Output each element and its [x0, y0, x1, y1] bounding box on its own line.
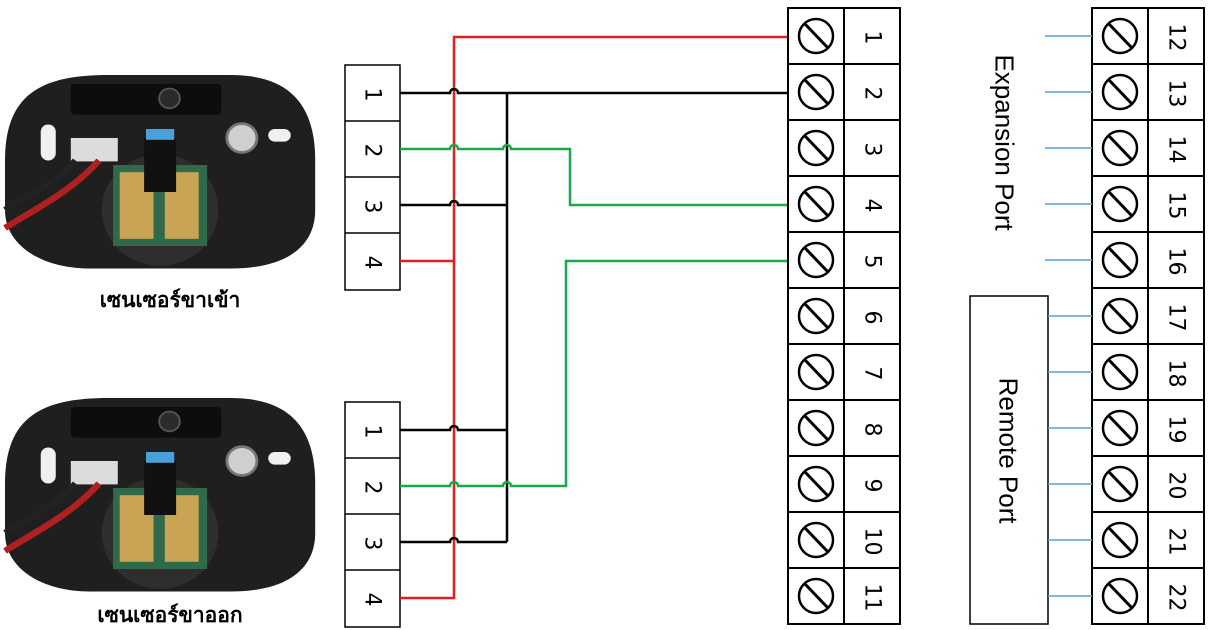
terminal-number: 16: [1164, 248, 1189, 276]
terminal-number: 6: [860, 311, 885, 325]
sensor-out-connector: 1 2 3 4: [344, 401, 401, 628]
sensor-in-pin-1: 1: [360, 88, 385, 102]
wire-signal-out: [400, 259, 788, 488]
screw-terminal-icon: [1101, 577, 1139, 615]
screw-terminal-icon: [1101, 17, 1139, 55]
screw-terminal-icon: [797, 17, 835, 55]
terminal-number: 13: [1164, 80, 1189, 108]
screw-terminal-icon: [797, 185, 835, 223]
screw-terminal-icon: [797, 577, 835, 615]
terminal-number: 20: [1164, 472, 1189, 500]
sensor-out-pin-2: 2: [360, 481, 385, 495]
terminal-number: 12: [1164, 24, 1189, 52]
sensor-in-image: เซนเซอร์ขาเข้า: [5, 75, 315, 312]
sensor-out-pin-3: 3: [360, 537, 385, 551]
screw-terminal-icon: [1101, 521, 1139, 559]
wire-power: [400, 35, 788, 600]
screw-terminal-icon: [1101, 353, 1139, 391]
screw-terminal-icon: [1101, 409, 1139, 447]
motion-sensor-icon: [5, 75, 315, 269]
sensor-in-pin-3: 3: [360, 200, 385, 214]
motion-sensor-icon: [5, 398, 315, 592]
wire-signal-in: [400, 143, 788, 207]
screw-terminal-icon: [797, 409, 835, 447]
screw-terminal-icon: [1101, 241, 1139, 279]
screw-terminal-icon: [1101, 129, 1139, 167]
sensor-in-pin-4: 4: [360, 256, 385, 270]
terminal-number: 8: [860, 423, 885, 437]
wire-ground: [400, 87, 788, 544]
terminal-number: 15: [1164, 192, 1189, 220]
screw-terminal-icon: [1101, 465, 1139, 503]
terminal-number: 4: [860, 199, 885, 213]
terminal-number: 10: [860, 528, 885, 556]
expansion-port-label: Expansion Port: [989, 54, 1019, 231]
screw-terminal-icon: [1101, 297, 1139, 335]
screw-terminal-icon: [797, 73, 835, 111]
sensor-out-image: เซนเซอร์ขาออก: [5, 398, 315, 627]
screw-terminal-icon: [797, 241, 835, 279]
screw-terminal-icon: [797, 521, 835, 559]
wires: [400, 35, 788, 600]
sensor-in-connector: 1 2 3 4: [344, 64, 401, 291]
remote-port-label: Remote Port: [993, 378, 1023, 525]
terminal-number: 7: [860, 367, 885, 381]
terminal-number: 11: [860, 584, 885, 612]
terminal-number: 21: [1164, 528, 1189, 556]
terminal-number: 5: [860, 255, 885, 269]
sensor-in-pin-2: 2: [360, 144, 385, 158]
screw-terminal-icon: [797, 297, 835, 335]
sensor-out-pin-4: 4: [360, 593, 385, 607]
port-lines: [1045, 35, 1092, 597]
terminal-number: 19: [1164, 416, 1189, 444]
terminal-number: 9: [860, 479, 885, 493]
terminal-block-expansion: 12 13 14 15 16 17 18 19 20 21 22: [1091, 7, 1205, 625]
sensor-in-caption: เซนเซอร์ขาเข้า: [100, 288, 241, 312]
terminal-number: 2: [860, 87, 885, 101]
remote-port: Remote Port: [969, 295, 1049, 625]
screw-terminal-icon: [797, 465, 835, 503]
terminal-number: 18: [1164, 360, 1189, 388]
terminal-number: 22: [1164, 584, 1189, 612]
screw-terminal-icon: [1101, 185, 1139, 223]
terminal-number: 17: [1164, 304, 1189, 332]
terminal-number: 1: [860, 31, 885, 45]
terminal-number: 14: [1164, 136, 1189, 164]
screw-terminal-icon: [1101, 73, 1139, 111]
screw-terminal-icon: [797, 129, 835, 167]
terminal-number: 3: [860, 143, 885, 157]
sensor-out-caption: เซนเซอร์ขาออก: [97, 603, 242, 627]
sensor-out-pin-1: 1: [360, 425, 385, 439]
terminal-block-main: 1 2 3 4 5 6 7 8 9 10 11: [787, 7, 901, 625]
screw-terminal-icon: [797, 353, 835, 391]
